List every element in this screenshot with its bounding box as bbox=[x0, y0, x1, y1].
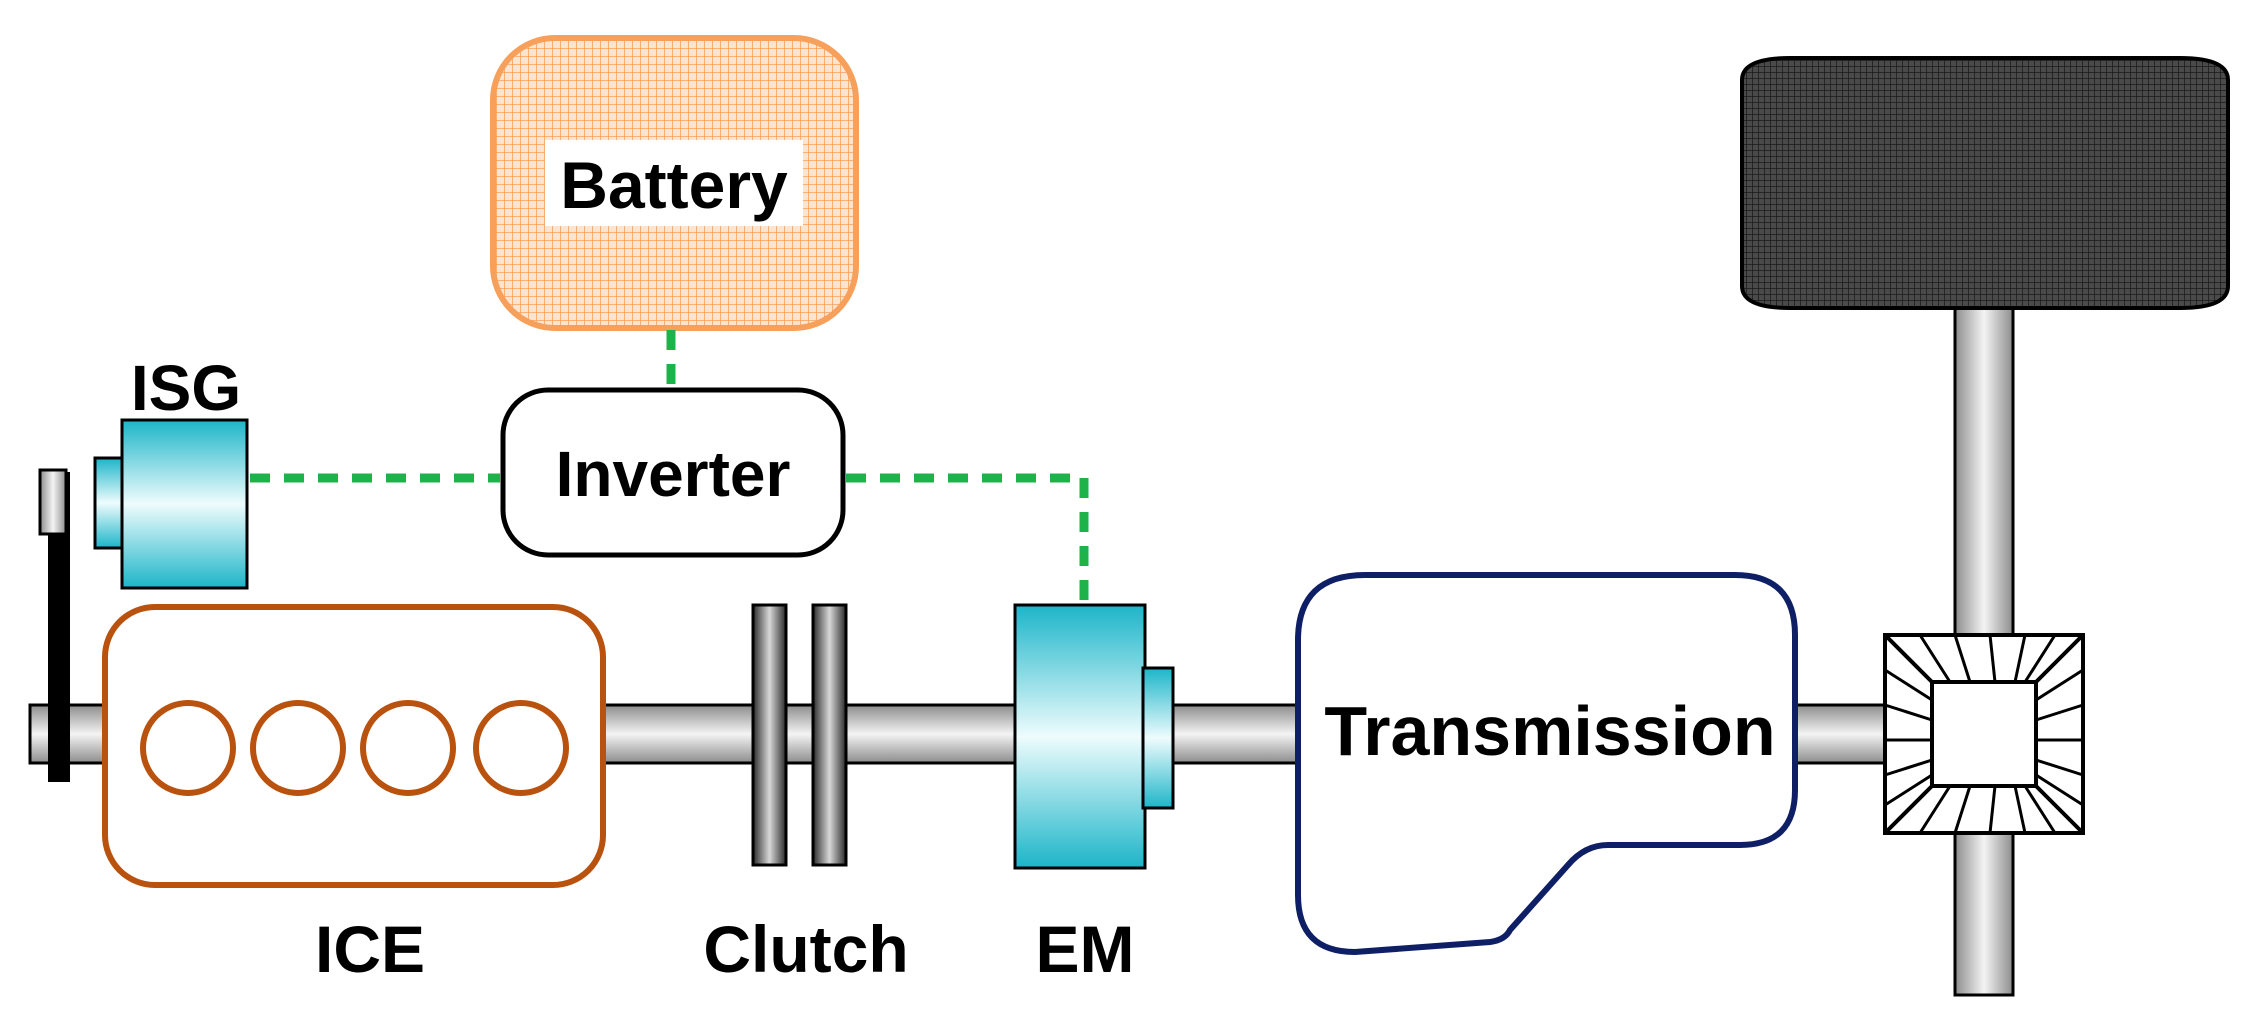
battery-label: Battery bbox=[560, 148, 788, 222]
isg-label: ISG bbox=[131, 352, 241, 424]
ice-label: ICE bbox=[315, 912, 425, 986]
em-motor bbox=[1013, 603, 1175, 870]
inverter-label: Inverter bbox=[556, 438, 791, 510]
clutch-label: Clutch bbox=[703, 912, 908, 986]
em-label: EM bbox=[1036, 912, 1135, 986]
belt-drive bbox=[38, 468, 70, 782]
ice-cylinder bbox=[473, 700, 569, 796]
battery-label-bg bbox=[545, 140, 803, 226]
ice-cylinder bbox=[250, 700, 346, 796]
differential bbox=[1883, 633, 2085, 835]
transmission-label: Transmission bbox=[1324, 692, 1775, 770]
ice-engine bbox=[102, 604, 606, 888]
wheel bbox=[1740, 56, 2230, 310]
inverter-box bbox=[500, 387, 846, 558]
transmission-box bbox=[1295, 572, 1798, 956]
ice-cylinder bbox=[360, 700, 456, 796]
isg-motor bbox=[93, 418, 249, 590]
clutch bbox=[751, 603, 848, 867]
electrical-links bbox=[250, 330, 1089, 603]
inverter-em-link bbox=[846, 473, 1089, 603]
axle-shaft bbox=[1953, 268, 2015, 997]
ice-cylinder bbox=[140, 700, 236, 796]
